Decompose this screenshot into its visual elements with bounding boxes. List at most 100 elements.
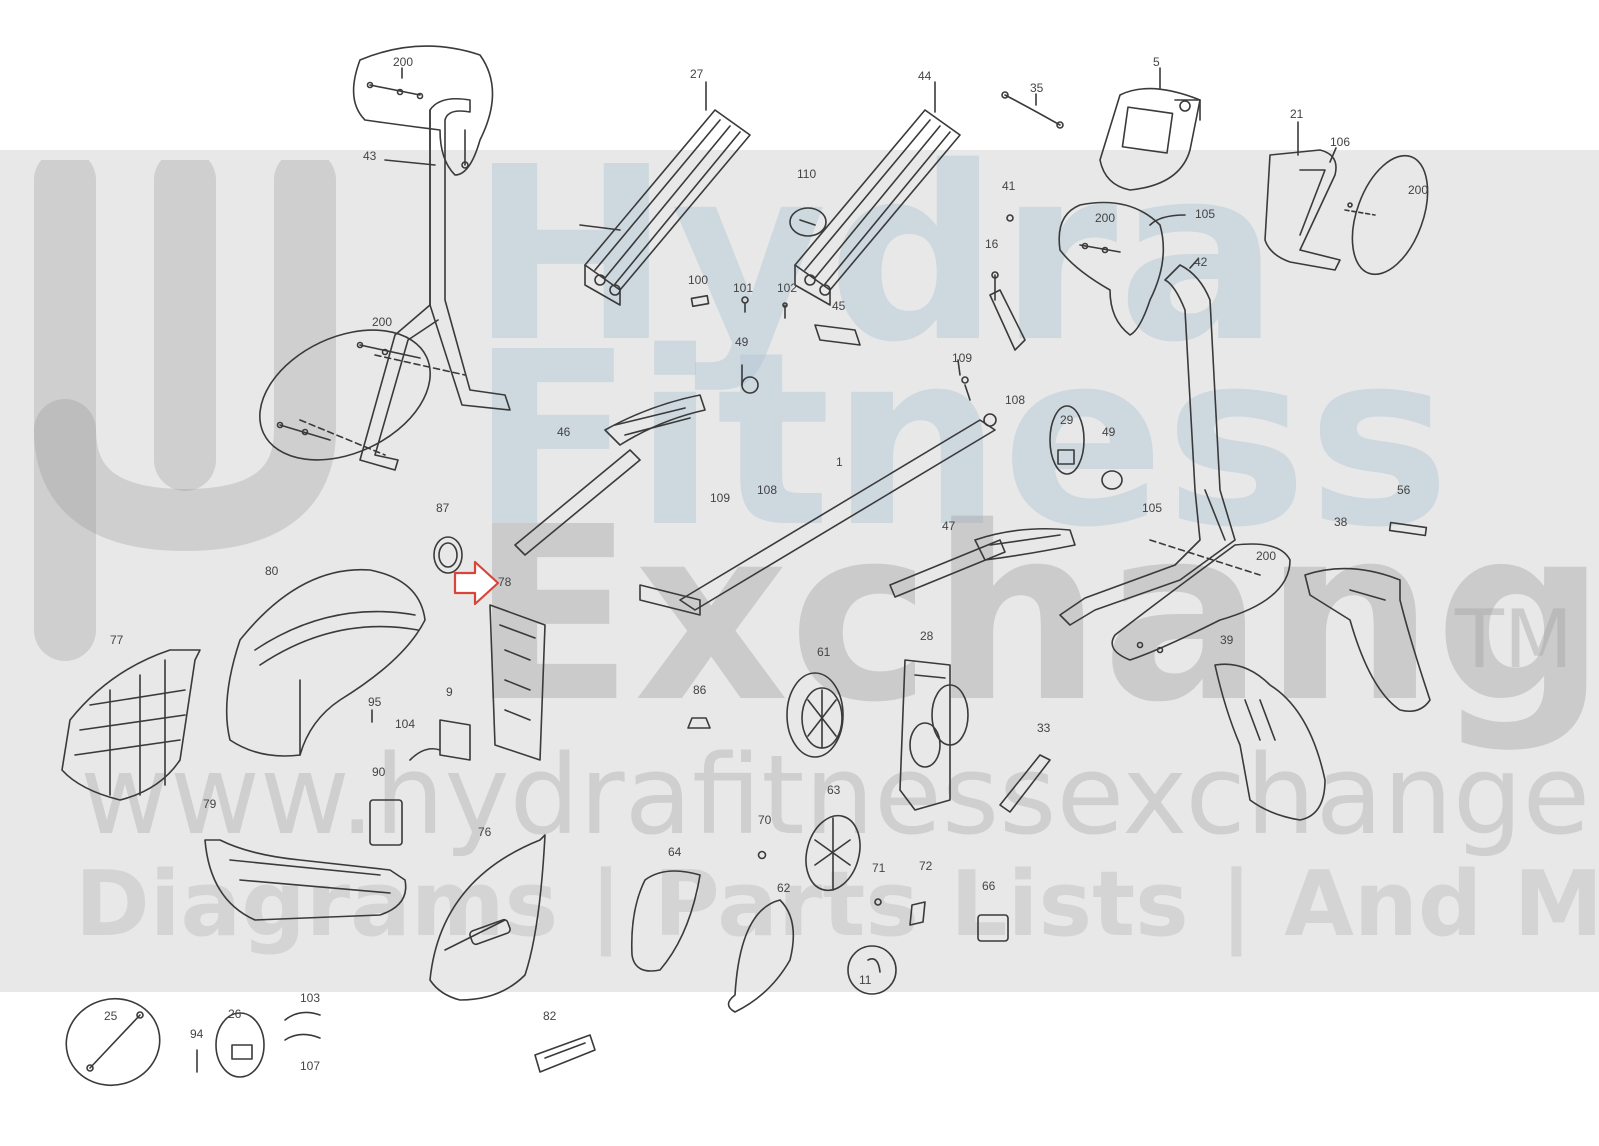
part-label-p86: 86 <box>693 683 707 697</box>
part-label-p64: 64 <box>668 845 682 859</box>
part-label-p26: 26 <box>228 1007 242 1021</box>
part-label-p43: 43 <box>363 149 377 163</box>
part-label-p82: 82 <box>543 1009 557 1023</box>
flywheel-61 <box>786 672 844 758</box>
handlebar-21 <box>1264 149 1429 276</box>
bracket-29-callout <box>1049 405 1085 475</box>
seat-post-callout <box>352 45 494 176</box>
bolt-71 <box>874 898 882 906</box>
belt-64 <box>630 870 701 972</box>
part-label-p79: 79 <box>203 797 217 811</box>
pedal-rail-27 <box>579 109 751 306</box>
part-label-p107: 107 <box>300 1059 320 1073</box>
part-label-p25: 25 <box>104 1009 118 1023</box>
watermark-brand-line3: Exchange <box>470 475 1599 755</box>
part-label-p41: 41 <box>1002 179 1016 193</box>
cable-35 <box>1001 91 1064 129</box>
plate-82 <box>534 1034 596 1073</box>
part-label-p27: 27 <box>690 67 704 81</box>
part-label-p77: 77 <box>110 633 124 647</box>
part-label-p56: 56 <box>1397 483 1411 497</box>
rod-33 <box>999 754 1051 813</box>
part-label-p87: 87 <box>436 501 450 515</box>
part-label-p105b: 105 <box>1142 501 1162 515</box>
part-label-p94: 94 <box>190 1027 204 1041</box>
part-label-p62: 62 <box>777 881 791 895</box>
part-label-p200c: 200 <box>1408 183 1428 197</box>
bolt-110-callout <box>789 207 827 237</box>
watermark-tagline: Diagrams | Parts Lists | And More <box>75 852 1599 957</box>
part-label-p90: 90 <box>372 765 386 779</box>
part-label-p9: 9 <box>446 685 453 699</box>
part-26-callout <box>215 1012 265 1078</box>
brand-logo-icon <box>34 160 336 661</box>
part-label-p21: 21 <box>1290 107 1304 121</box>
side-grill-77 <box>61 649 201 801</box>
part-label-p103: 103 <box>300 991 320 1005</box>
lower-right-callout <box>1111 543 1291 661</box>
part-11-callout <box>847 945 897 995</box>
watermark-url: www.hydrafitnessexchange.com <box>80 731 1599 859</box>
upright-frame-43 <box>299 97 511 471</box>
foot-86 <box>687 717 711 729</box>
front-cover-80 <box>225 568 426 757</box>
part-label-p44: 44 <box>918 69 932 83</box>
part-label-p16: 16 <box>985 237 999 251</box>
wire-clips-103-107 <box>284 1011 321 1041</box>
right-upright-frame-42 <box>1059 264 1261 626</box>
part-label-p102: 102 <box>777 281 797 295</box>
console-5 <box>1099 87 1201 191</box>
part-label-p109b: 109 <box>710 491 730 505</box>
part-label-p66: 66 <box>982 879 996 893</box>
part-label-p46: 46 <box>557 425 571 439</box>
highlight-arrow-icon <box>453 560 500 606</box>
pedal-arm-46 <box>514 394 706 556</box>
bolt-41 <box>1006 214 1014 222</box>
part-label-p70: 70 <box>758 813 772 827</box>
rear-shroud-38 <box>1304 567 1431 713</box>
pedal-arm-47 <box>889 528 1076 598</box>
small-fasteners-group <box>690 294 861 394</box>
part-label-p39: 39 <box>1220 633 1234 647</box>
part-label-p35: 35 <box>1030 81 1044 95</box>
part-label-p72: 72 <box>919 859 933 873</box>
clip-72 <box>909 901 926 926</box>
main-rail-1 <box>639 376 997 616</box>
wheel-63 <box>805 814 861 892</box>
bushing-49 <box>1101 470 1123 490</box>
part-label-p80: 80 <box>265 564 279 578</box>
part-label-p105a: 105 <box>1195 207 1215 221</box>
right-upright-callout <box>1058 201 1186 336</box>
watermark-trademark: TM <box>1455 593 1573 686</box>
part-label-p101: 101 <box>733 281 753 295</box>
frame-bolt-callout <box>259 329 431 461</box>
watermark-brand-line2: Fitness <box>470 300 1451 580</box>
bracket-9 <box>439 719 471 761</box>
part-label-p1: 1 <box>836 455 843 469</box>
part-label-p109a: 109 <box>952 351 972 365</box>
belt-62 <box>727 899 795 1013</box>
part-label-p108a: 108 <box>1005 393 1025 407</box>
part-label-p42: 42 <box>1194 255 1208 269</box>
bracket-16 <box>989 271 1026 351</box>
part-label-p78: 78 <box>498 575 512 589</box>
part-label-p28: 28 <box>920 629 934 643</box>
part-label-p71: 71 <box>872 861 886 875</box>
side-panel-78 <box>489 604 546 761</box>
part-label-p200b: 200 <box>372 315 392 329</box>
part-label-p49b: 49 <box>1102 425 1116 439</box>
bolt-70 <box>757 850 767 860</box>
pedal-rail-44 <box>794 109 961 306</box>
part-label-p29: 29 <box>1060 413 1074 427</box>
controller-90 <box>369 799 403 846</box>
part-label-p104: 104 <box>395 717 415 731</box>
watermark-band <box>0 150 1599 992</box>
wire-104 <box>409 747 441 761</box>
part-label-p45: 45 <box>832 299 846 313</box>
strip-56 <box>1388 521 1428 537</box>
part-label-p106: 106 <box>1330 135 1350 149</box>
part-label-p200e: 200 <box>1256 549 1276 563</box>
part-label-p108b: 108 <box>757 483 777 497</box>
